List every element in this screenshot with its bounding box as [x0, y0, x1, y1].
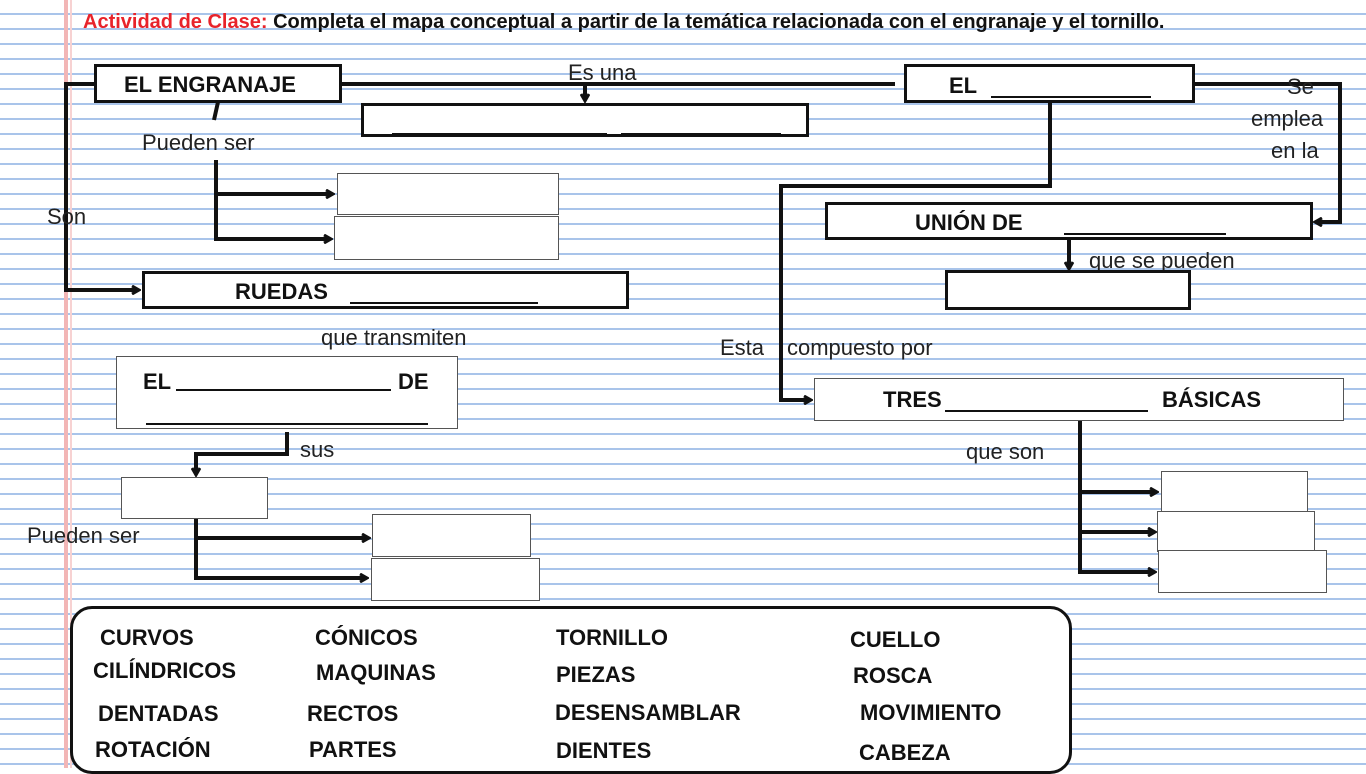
arrow-que-son-2 — [1078, 492, 1154, 532]
answer-box-que-son-1[interactable] — [1161, 471, 1308, 513]
connector-pueden-ser-1: Pueden ser — [142, 130, 255, 155]
connector-se: Se — [1287, 74, 1314, 99]
answer-box-que-son-2[interactable] — [1157, 511, 1315, 552]
arrow-compuesto-por — [779, 102, 1052, 400]
arrow-son — [64, 82, 138, 290]
connector-son: Son — [47, 204, 87, 229]
arrow-pueden-ser-2a — [194, 518, 368, 538]
connector-esta: Esta — [720, 335, 765, 360]
arrow-que-son-3 — [1078, 532, 1154, 572]
notebook-margin-line-secondary — [70, 0, 72, 768]
node-tres-basicas[interactable]: TRES BÁSICAS — [814, 378, 1344, 421]
node-union[interactable]: UNIÓN DE — [825, 202, 1313, 240]
arrow-sus — [196, 432, 289, 474]
word-bank-item: PIEZAS — [556, 662, 636, 687]
connector-compuesto-por: compuesto por — [787, 335, 933, 360]
activity-title: Actividad de Clase: Completa el mapa con… — [83, 9, 1358, 36]
answer-box-pueden-ser-1a[interactable] — [337, 173, 559, 215]
answer-box-que-se-pueden[interactable] — [945, 270, 1191, 310]
arrow-pueden-ser-2b — [194, 538, 366, 578]
word-bank-item: CURVOS — [100, 625, 194, 650]
word-bank-item: CABEZA — [859, 740, 951, 765]
node-el-de-prefix: EL — [143, 369, 172, 394]
node-el-tornillo[interactable]: EL — [904, 64, 1195, 103]
connector-pueden-ser-2: Pueden ser — [27, 523, 140, 548]
word-bank-item: ROTACIÓN — [95, 737, 211, 762]
node-basicas-label: BÁSICAS — [1162, 387, 1262, 412]
node-ruedas: RUEDAS — [142, 271, 629, 309]
answer-box-pueden-ser-2a[interactable] — [372, 514, 531, 557]
line-engranaje-tick — [212, 101, 220, 121]
word-bank-item: MOVIMIENTO — [860, 700, 1002, 725]
node-el-de[interactable]: EL DE — [116, 356, 458, 429]
node-ruedas-label: RUEDAS — [235, 279, 328, 304]
activity-label: Actividad de Clase: — [83, 11, 268, 33]
word-bank-item: DIENTES — [556, 738, 652, 763]
word-bank-item: DENTADAS — [98, 701, 219, 726]
word-bank-item: CÓNICOS — [315, 625, 418, 650]
node-el-de-suffix: DE — [398, 369, 429, 394]
connector-es-una: Es una — [568, 60, 637, 85]
connector-en-la: en la — [1271, 138, 1319, 163]
connector-sus: sus — [300, 437, 335, 462]
answer-box-es-una[interactable] — [361, 103, 809, 137]
word-bank-item: CILÍNDRICOS — [93, 658, 236, 683]
node-engranaje: EL ENGRANAJE — [94, 64, 342, 103]
word-bank-item: DESENSAMBLAR — [555, 700, 741, 725]
connector-que-son: que son — [966, 439, 1045, 464]
word-bank-item: PARTES — [309, 737, 397, 762]
connector-emplea: emplea — [1251, 106, 1324, 131]
node-engranaje-label: EL ENGRANAJE — [124, 72, 296, 97]
arrow-que-son-1 — [1078, 420, 1156, 492]
activity-instructions: Completa el mapa conceptual a partir de … — [267, 11, 1165, 33]
word-bank-item: RECTOS — [307, 701, 399, 726]
word-bank-item: ROSCA — [853, 663, 933, 688]
arrow-pueden-ser-1b — [214, 194, 330, 239]
word-bank — [70, 606, 1072, 774]
connector-que-transmiten: que transmiten — [321, 325, 467, 350]
answer-box-pueden-ser-2b[interactable] — [371, 558, 540, 601]
node-el-tornillo-label: EL — [949, 73, 978, 98]
arrow-pueden-ser-1a — [214, 160, 332, 194]
word-bank-item: MAQUINAS — [316, 660, 436, 685]
answer-box-pueden-ser-1b[interactable] — [334, 216, 559, 260]
answer-box-sus[interactable] — [121, 477, 268, 519]
notebook-margin-line — [64, 0, 68, 768]
word-bank-item: TORNILLO — [556, 625, 669, 650]
node-union-label: UNIÓN DE — [915, 210, 1023, 235]
word-bank-item: CUELLO — [850, 627, 941, 652]
node-tres-label: TRES — [883, 387, 942, 412]
connector-que-se-pueden: que se pueden — [1089, 248, 1235, 273]
answer-box-que-son-3[interactable] — [1158, 550, 1327, 593]
arrow-se-emplea — [1194, 82, 1342, 222]
